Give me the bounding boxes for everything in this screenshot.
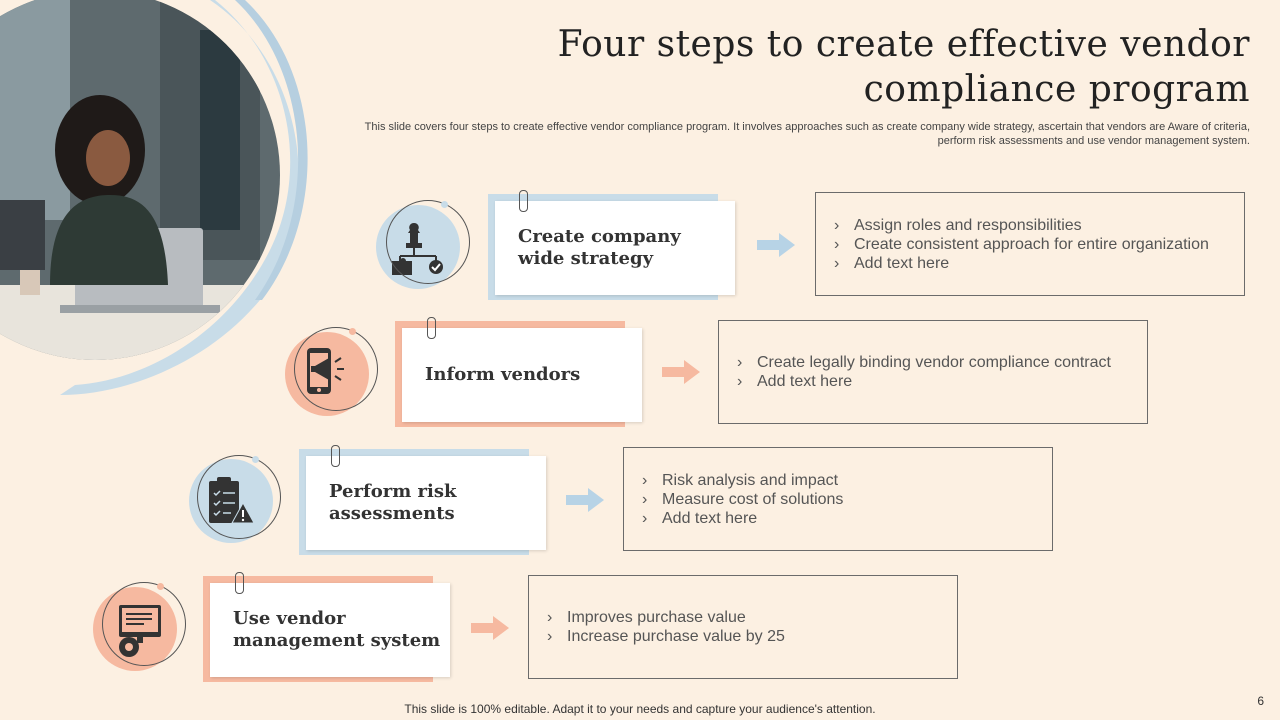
step-1-label: Create company wide strategy: [518, 226, 681, 269]
step-2-label: Inform vendors: [425, 364, 581, 385]
footer-note: This slide is 100% editable. Adapt it to…: [404, 702, 876, 716]
paperclip-icon: [519, 190, 528, 212]
step-3-details: Risk analysis and impact Measure cost of…: [623, 447, 1053, 551]
paperclip-icon: [331, 445, 340, 467]
list-item: Increase purchase value by 25: [547, 627, 957, 646]
paperclip-icon: [427, 317, 436, 339]
page-subtitle: This slide covers four steps to create e…: [364, 121, 1250, 147]
page-title: Four steps to create effective vendor co…: [557, 24, 1250, 110]
list-item: Improves purchase value: [547, 608, 957, 627]
list-item: Add text here: [642, 509, 1052, 528]
step-3-card: Perform risk assessments: [306, 456, 546, 550]
list-item: Measure cost of solutions: [642, 490, 1052, 509]
step-1-details: Assign roles and responsibilities Create…: [815, 192, 1245, 296]
step-2-card: Inform vendors: [402, 328, 642, 422]
step-1-card: Create company wide strategy: [495, 201, 735, 295]
step-4-details: Improves purchase value Increase purchas…: [528, 575, 958, 679]
list-item: Create legally binding vendor compliance…: [737, 353, 1147, 372]
step-4-card: Use vendor management system: [210, 583, 450, 677]
list-item: Create consistent approach for entire or…: [834, 235, 1244, 254]
right-arrow-icon: [757, 233, 795, 257]
list-item: Add text here: [834, 254, 1244, 273]
right-arrow-icon: [471, 616, 509, 640]
list-item: Add text here: [737, 372, 1147, 391]
page-number: 6: [1257, 694, 1264, 708]
hero-photo: [0, 0, 320, 400]
list-item: Risk analysis and impact: [642, 471, 1052, 490]
right-arrow-icon: [566, 488, 604, 512]
paperclip-icon: [235, 572, 244, 594]
right-arrow-icon: [662, 360, 700, 384]
list-item: Assign roles and responsibilities: [834, 216, 1244, 235]
step-2-details: Create legally binding vendor compliance…: [718, 320, 1148, 424]
step-4-label: Use vendor management system: [233, 608, 441, 651]
step-3-label: Perform risk assessments: [329, 481, 457, 524]
